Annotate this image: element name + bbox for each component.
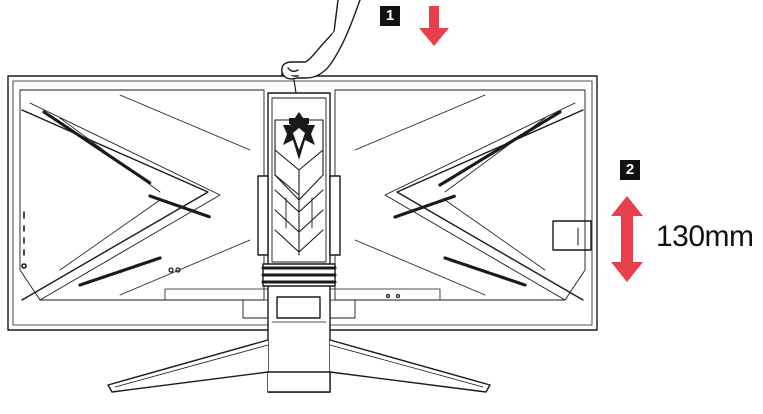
vent-hatching — [42, 110, 562, 287]
step-1-badge: 1 — [380, 6, 400, 26]
hand-pressing-icon — [281, 0, 361, 94]
stand-base — [107, 339, 491, 393]
step-2-badge: 2 — [620, 160, 640, 180]
up-down-arrow-icon — [611, 196, 643, 282]
kensington-lock — [168, 267, 401, 299]
down-arrow-icon — [419, 6, 449, 46]
control-buttons — [21, 211, 27, 269]
height-range-label: 130mm — [656, 220, 754, 253]
port-panel — [552, 220, 592, 251]
